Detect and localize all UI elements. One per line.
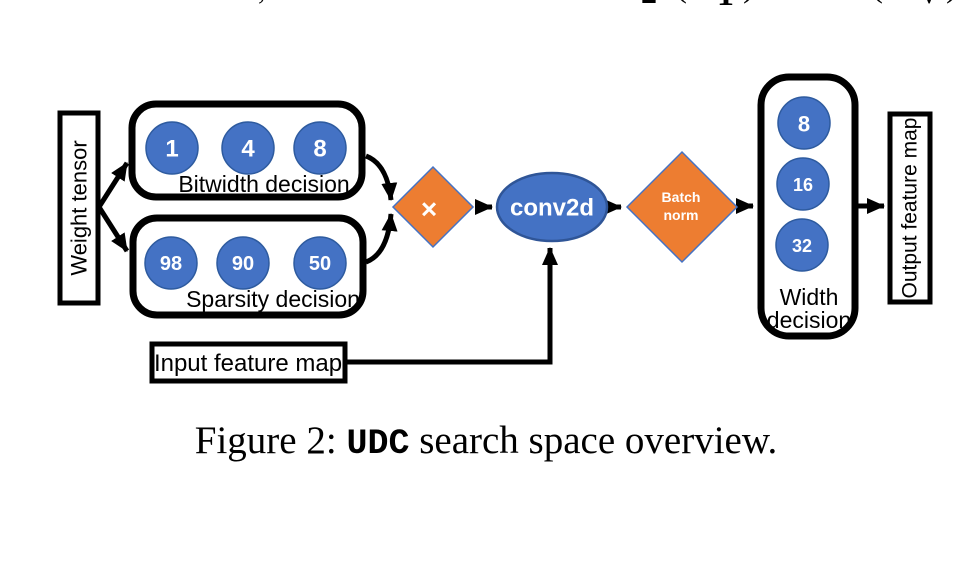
- conv2d-ellipse: [495, 171, 609, 243]
- sparsity-option-value: 98: [160, 253, 182, 275]
- bitwidth-option-value: 4: [241, 136, 255, 163]
- bitwidth-option-circle: [221, 121, 275, 175]
- caption-prefix: Figure 2:: [194, 419, 337, 462]
- batchnorm-label-line2: norm: [664, 207, 699, 223]
- width-option-value: 16: [793, 175, 813, 195]
- width-panel-label-line1: Width: [780, 284, 839, 310]
- formula-fragment: ): [743, 0, 755, 4]
- sparsity-option-value: 90: [232, 253, 254, 275]
- width-option-circle: [776, 157, 830, 211]
- bitwidth-option-circle: [145, 121, 199, 175]
- formula-fragment: v: [922, 0, 936, 10]
- connector-input-to-conv: [347, 247, 558, 365]
- batchnorm-label-line1: Batch: [662, 189, 701, 205]
- output-feature-map-label: Output feature map: [899, 118, 922, 299]
- formula-fragment: 1: [717, 0, 734, 13]
- input-feature-map-box: [149, 341, 348, 384]
- formula-fragment: 2: [641, 0, 657, 10]
- arrow-bitwidth-to-multiply: [364, 153, 398, 201]
- sparsity-option-circle: [144, 236, 198, 290]
- output-feature-map-box: [887, 111, 933, 305]
- caption-suffix: search space overview.: [419, 419, 778, 462]
- width-option-circle: [777, 96, 831, 150]
- caption-code-udc: UDC: [346, 424, 410, 464]
- arrow-weight-to-bitwidth: [96, 161, 130, 209]
- weight-tensor-box: [57, 110, 101, 306]
- width-option-value: 8: [798, 112, 810, 137]
- width-option-value: 32: [792, 236, 812, 256]
- width-option-circle: [775, 218, 829, 272]
- multiply-symbol: ×: [421, 194, 437, 225]
- sparsity-panel-label: Sparsity decision: [186, 286, 360, 312]
- figure-caption: Figure 2: UDC search space overview.: [0, 418, 972, 464]
- bitwidth-option-value: 1: [165, 136, 178, 163]
- width-panel-label-line2: decision: [767, 307, 851, 333]
- clipped-formula-fragments: , 2 ( 1 ) ( v ): [258, 0, 958, 13]
- bitwidth-option-circle: [293, 121, 347, 175]
- input-feature-map-label: Input feature map: [154, 350, 342, 377]
- arrow-weight-to-sparsity: [96, 205, 130, 253]
- formula-fragment: ): [946, 0, 958, 4]
- sparsity-option-value: 50: [309, 253, 331, 275]
- arrow-sparsity-to-multiply: [364, 213, 398, 265]
- weight-tensor-label: Weight tensor: [67, 140, 92, 275]
- bitwidth-option-value: 8: [313, 136, 326, 163]
- flow-arrows: [96, 153, 885, 365]
- bitwidth-panel-label: Bitwidth decision: [178, 171, 349, 197]
- conv2d-label: conv2d: [510, 195, 594, 222]
- sparsity-option-circle: [216, 236, 270, 290]
- formula-fragment: (: [675, 0, 687, 4]
- formula-fragment: (: [871, 0, 883, 4]
- sparsity-option-circle: [293, 236, 347, 290]
- batchnorm-diamond: [625, 150, 739, 264]
- formula-fragment: ,: [258, 0, 266, 6]
- multiply-diamond: [391, 165, 475, 249]
